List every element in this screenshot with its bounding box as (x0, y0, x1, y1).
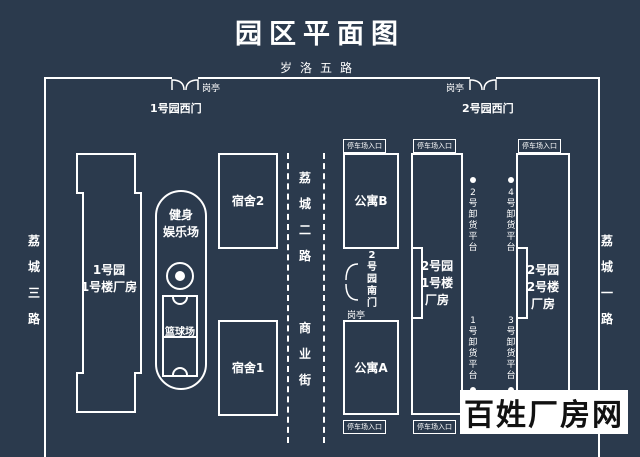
gate-1-guard-post: 岗亭 (202, 84, 221, 94)
gate-2-guard-post: 岗亭 (446, 84, 465, 94)
site-boundary (44, 77, 600, 457)
page-title: 园区平面图 (235, 19, 405, 50)
parking-entrance-f21: 停车场入口 (413, 139, 456, 153)
dock-4-label: 4 号 卸 货 平 台 (506, 188, 516, 253)
dorm-2 (218, 153, 278, 249)
gate-2-door-icon (469, 79, 497, 91)
dock-2-dot (470, 177, 476, 183)
factory-1-label: 1号园 1号楼厂房 (80, 263, 138, 294)
dorm-1 (218, 320, 278, 416)
dock-1-label: 1 号 卸 货 平 台 (468, 316, 478, 381)
gate-2-label: 2号园西门 (462, 102, 514, 115)
gate-1-opening (172, 75, 198, 81)
basketball-court (162, 295, 198, 377)
leisure-label: 健身 娱乐场 (162, 208, 199, 239)
road-top-label: 岁洛五路 (279, 61, 360, 75)
commercial-street-label: 商 业 街 (298, 321, 311, 387)
factory-2-1-label: 2号园 1号楼 厂房 (420, 259, 454, 307)
dock-4-dot (508, 177, 514, 183)
parking-entrance-f21-south: 停车场入口 (413, 420, 456, 434)
south-gate-door-icon (345, 263, 359, 301)
factory-2-2-label: 2号园 2号楼 厂房 (526, 263, 560, 311)
gate-1-label: 1号园西门 (150, 102, 202, 115)
apartment-b-label: 公寓B (354, 194, 388, 208)
ball-icon (166, 262, 194, 290)
parking-entrance-f22: 停车场入口 (518, 139, 561, 153)
watermark: 百姓厂房网 (460, 390, 628, 434)
leisure-area (155, 190, 207, 390)
dorm-2-label: 宿舍2 (231, 194, 265, 208)
south-gate-guard-post: 岗亭 (347, 311, 366, 321)
gate-2-opening (470, 75, 496, 81)
road-middle-line-right (323, 153, 325, 443)
parking-entrance-apt-a: 停车场入口 (343, 420, 386, 434)
dorm-1-label: 宿舍1 (231, 361, 265, 375)
apartment-b (343, 153, 399, 249)
court-label: 篮球场 (165, 327, 195, 338)
south-gate-label: 2 号 园 南 门 (367, 250, 377, 309)
road-middle-label: 荔 城 二 路 (298, 171, 311, 263)
apartment-a-label: 公寓A (354, 361, 388, 375)
road-right-label: 荔 城 一 路 (600, 234, 613, 326)
gate-1-door-icon (171, 79, 199, 91)
factory-1-outline (76, 153, 142, 413)
parking-entrance-apt-b: 停车场入口 (343, 139, 386, 153)
apartment-a (343, 320, 399, 415)
road-left-label: 荔 城 三 路 (27, 234, 40, 326)
road-middle-line-left (287, 153, 289, 443)
dock-3-label: 3 号 卸 货 平 台 (506, 316, 516, 381)
dock-2-label: 2 号 卸 货 平 台 (468, 188, 478, 253)
